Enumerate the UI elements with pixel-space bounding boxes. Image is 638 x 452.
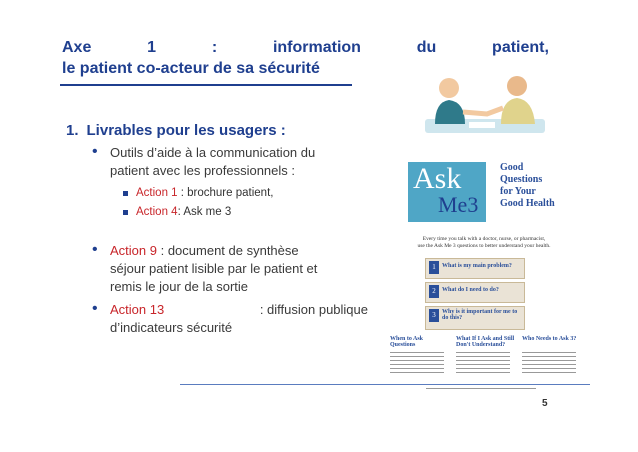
leaflet-intro: Every time you talk with a doctor, nurse… — [392, 236, 576, 250]
leaflet-footer-text — [426, 384, 536, 392]
title-line-2: le patient co-acteur de sa sécurité — [62, 60, 320, 77]
ask-logo-text: Ask — [413, 162, 462, 195]
action-label: Action 4 — [136, 206, 178, 218]
intro-line: Every time you talk with a doctor, nurse… — [422, 236, 546, 242]
bullet-line: remis le jour de la sortie — [110, 279, 248, 294]
heading-line: Good Health — [500, 198, 555, 209]
intro-line: use the Ask Me 3 questions to better und… — [417, 243, 551, 249]
column-body — [456, 352, 510, 374]
bullet-outils: • Outils d’aide à la communication du pa… — [92, 143, 368, 180]
ask-me-3-logo-box — [408, 162, 486, 222]
bullet-dot: • — [92, 143, 98, 160]
action-text: : brochure patient, — [177, 187, 274, 199]
sub-item-action-4: Action 4: Ask me 3 — [123, 206, 232, 218]
good-questions-heading: Good Questions for Your Good Health — [500, 162, 555, 210]
heading-line: for Your — [500, 186, 536, 197]
heading-line: Questions — [500, 174, 543, 185]
question-text: What do I need to do? — [442, 287, 499, 293]
sub-item-action-1: Action 1 : brochure patient, — [123, 187, 274, 199]
square-bullet-icon — [123, 210, 128, 215]
question-box: 1 What is my main problem? — [425, 258, 525, 279]
title-line-1: Axe 1 : information du patient, — [62, 37, 549, 58]
heading-line: Good — [500, 162, 524, 173]
me3-logo-text: Me3 — [438, 192, 479, 217]
action-text: : document de synthèse — [156, 243, 299, 258]
question-text: What is my main problem? — [442, 263, 512, 269]
title-word: 1 — [147, 39, 157, 56]
column-heading: Who Needs to Ask 3? — [522, 336, 577, 342]
question-box: 2 What do I need to do? — [425, 282, 525, 303]
section-number: 1. — [66, 122, 79, 139]
meeting-illustration — [425, 76, 545, 133]
section-heading: 1. Livrables pour les usagers : — [66, 122, 286, 139]
question-text: Why is it important for me to do this? — [442, 309, 518, 321]
action-label: Action 9 — [110, 243, 157, 258]
title-underline — [60, 84, 352, 86]
question-number: 3 — [429, 309, 439, 322]
question-number: 1 — [429, 261, 439, 274]
bullet-line: séjour patient lisible par le patient et — [110, 261, 318, 276]
section-heading-text: Livrables pour les usagers : — [86, 122, 286, 139]
question-box: 3 Why is it important for me to do this? — [425, 306, 525, 330]
ask-me-3-leaflet: Ask Me3 Good Questions for Your Good Hea… — [386, 152, 582, 398]
title-word: Axe — [62, 39, 92, 56]
footer-rule — [180, 384, 590, 385]
bullet-line: patient avec les professionnels : — [110, 163, 295, 178]
action-label: Action 1 — [136, 187, 178, 199]
action-text: : Ask me 3 — [177, 206, 232, 218]
action-label: Action 13 — [110, 302, 165, 317]
bullet-action-13: • Action 13 : diffusion publique d’indic… — [92, 300, 368, 337]
title-word: patient, — [492, 39, 549, 56]
bullet-dot: • — [92, 241, 98, 258]
bullet-line: d’indicateurs sécurité — [110, 320, 233, 335]
title-word: : — [211, 39, 218, 56]
square-bullet-icon — [123, 191, 128, 196]
column-heading: When to Ask Questions — [390, 336, 424, 348]
bullet-action-9: • Action 9 : document de synthèse séjour… — [92, 241, 368, 296]
action-text: : diffusion publique — [259, 302, 368, 317]
slide-title: Axe 1 : information du patient, le patie… — [62, 37, 549, 79]
page-number: 5 — [542, 398, 548, 409]
question-number: 2 — [429, 285, 439, 298]
column-heading: What If I Ask and Still Don't Understand… — [456, 336, 515, 348]
column-body — [522, 352, 576, 374]
bullet-line: Action 9 : document de synthèse — [110, 242, 368, 260]
bullet-line: Outils d’aide à la communication du — [110, 145, 316, 160]
bullet-line: Action 13 : diffusion publique — [110, 301, 368, 319]
column-body — [390, 352, 444, 374]
bullet-dot: • — [92, 300, 98, 317]
title-word: information — [272, 39, 361, 56]
title-word: du — [416, 39, 437, 56]
